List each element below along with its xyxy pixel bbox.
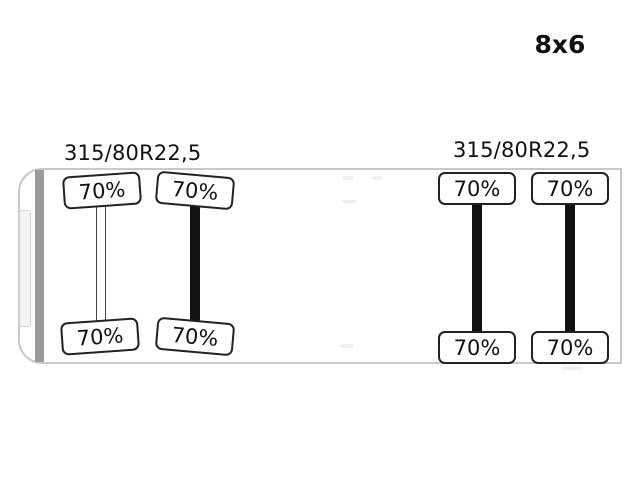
faint-mark bbox=[562, 366, 582, 370]
axle-4-shaft bbox=[565, 202, 575, 332]
faint-mark bbox=[342, 176, 354, 180]
front-bumper bbox=[35, 170, 44, 362]
axle-1-shaft bbox=[96, 205, 106, 323]
axle-3-shaft bbox=[472, 202, 482, 332]
front-tire-size-label: 315/80R22,5 bbox=[64, 141, 202, 165]
axle-4-bottom-tire: 70% bbox=[531, 331, 609, 364]
axle-3-top-tire: 70% bbox=[438, 172, 516, 205]
axle-2-shaft bbox=[190, 205, 200, 323]
axle-1-top-tire: 70% bbox=[61, 171, 143, 210]
axle-3-bottom-tire: 70% bbox=[438, 331, 516, 364]
rear-tire-size-label: 315/80R22,5 bbox=[453, 138, 591, 162]
axle-4-top-tire: 70% bbox=[531, 172, 609, 205]
axle-2-top-tire: 70% bbox=[154, 170, 236, 211]
axle-2-bottom-tire: 70% bbox=[154, 316, 236, 357]
axle-1-bottom-tire: 70% bbox=[59, 317, 141, 356]
faint-mark bbox=[372, 176, 382, 180]
faint-mark bbox=[340, 344, 354, 348]
axle-configuration-label: 8x6 bbox=[534, 30, 586, 59]
faint-mark bbox=[342, 200, 356, 203]
front-grille bbox=[19, 210, 31, 327]
